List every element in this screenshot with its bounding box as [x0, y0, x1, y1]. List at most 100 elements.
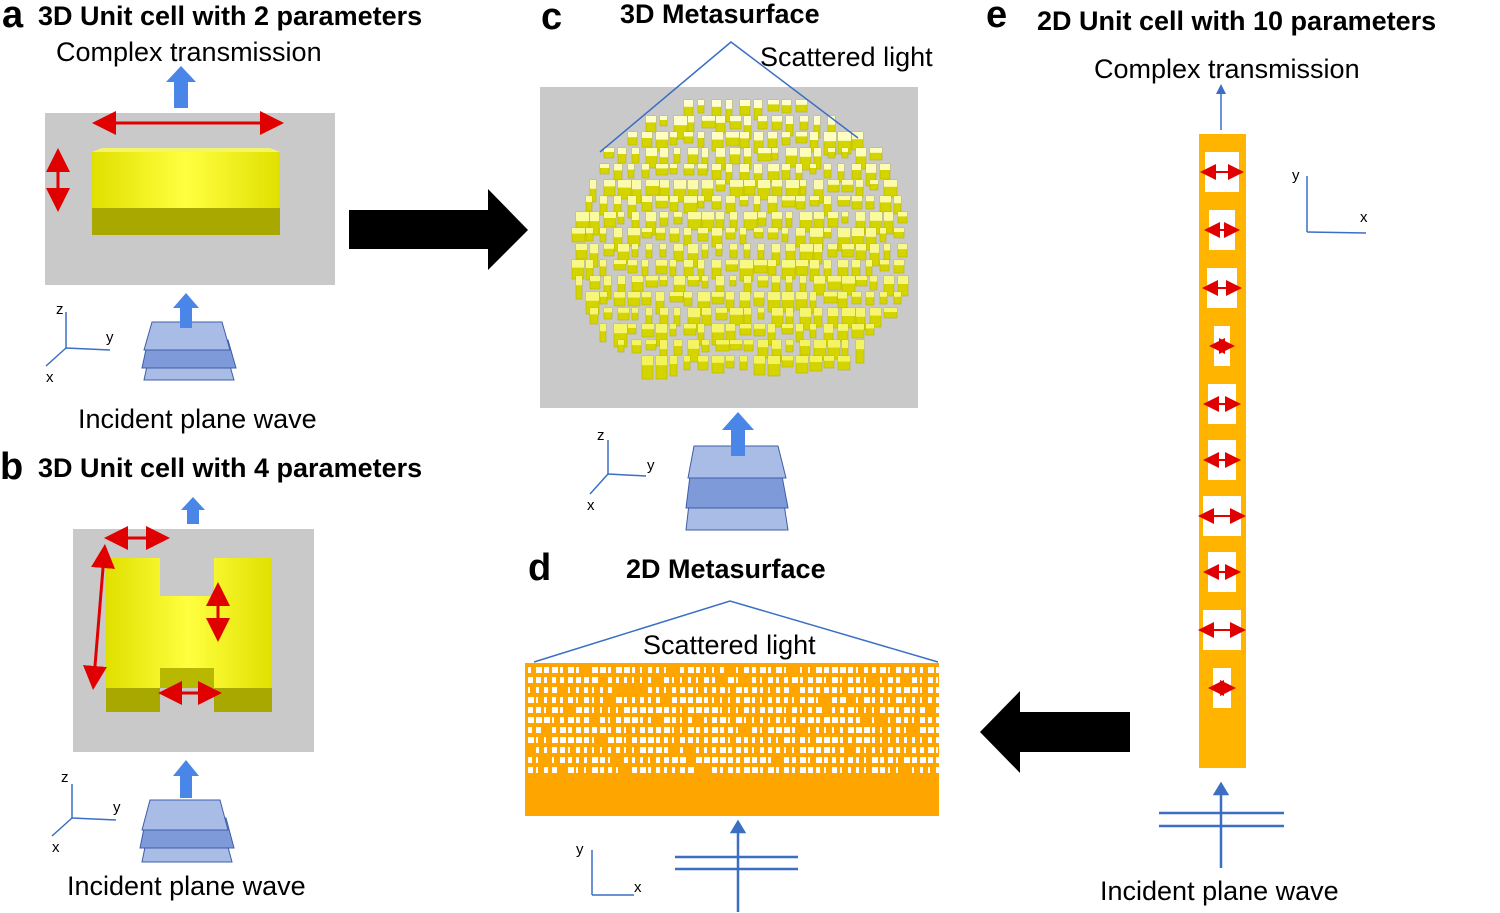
pillar-top [810, 164, 816, 168]
slot-cell [616, 737, 622, 743]
slot-cell [912, 747, 916, 753]
pillar-top [726, 196, 735, 203]
pillar-top [842, 212, 848, 217]
pillar-top [782, 100, 791, 106]
slot-cell [712, 717, 717, 723]
panel-letter-d: d [528, 547, 552, 589]
slot-cell [624, 737, 626, 743]
slot-cell [792, 677, 798, 683]
slot-cell [872, 757, 878, 763]
slot-cell [648, 757, 650, 763]
pillar-top [716, 276, 724, 286]
pillar-top [688, 340, 699, 349]
slot-cell [672, 727, 674, 733]
pillar-top [698, 228, 708, 234]
slot-cell [864, 747, 866, 753]
slot-cell [824, 727, 826, 733]
slot-cell [568, 667, 574, 673]
slot-cell [808, 697, 814, 703]
slot-cell [904, 687, 910, 693]
slot-cell [776, 697, 780, 703]
slot-cell [712, 727, 718, 733]
pillar-top [838, 324, 848, 331]
pillar-top [628, 196, 636, 205]
slot-cell [528, 727, 532, 733]
pillar-top [754, 260, 767, 266]
pillar-top [758, 340, 768, 348]
slot-cell [568, 687, 570, 693]
slot-cell [880, 707, 885, 713]
pillar-top [604, 308, 612, 313]
pillar-top [646, 244, 652, 250]
slot-cell [768, 667, 771, 673]
pillar-top [674, 244, 683, 251]
pillar-top [768, 324, 775, 333]
slot-cell [664, 667, 666, 673]
slot-cell [640, 677, 642, 683]
pillar-top [810, 292, 816, 301]
slot-cell [784, 667, 786, 673]
slot-cell [904, 667, 909, 673]
slot-cell [888, 667, 890, 673]
slot-cell [544, 717, 550, 723]
pillar-top [880, 196, 891, 203]
pillar-top [618, 276, 625, 284]
pillar-top [716, 212, 724, 220]
pillar-top [646, 148, 657, 156]
pillar-top [842, 276, 855, 284]
pillar-top [712, 100, 721, 107]
slot-cell [736, 767, 740, 773]
pillar-top [660, 148, 668, 158]
slot-cell [912, 767, 914, 773]
pillar-top [772, 340, 781, 349]
pillar-top [730, 308, 743, 315]
slot-cell [768, 747, 772, 753]
slot-cell [696, 727, 700, 733]
pillar-top [800, 148, 811, 157]
slot-cell [888, 717, 890, 723]
slot-cell [648, 737, 654, 743]
slot-cell [920, 757, 926, 763]
slot-cell [672, 737, 674, 743]
slot-cell [864, 687, 868, 693]
slot-cell [568, 697, 573, 703]
slot-cell [936, 687, 940, 693]
metasurface-3d-pillars [571, 99, 909, 380]
unit-cell-a-block [92, 148, 280, 235]
axes-c [589, 440, 647, 495]
slot-cell [864, 697, 870, 703]
slot-cell [784, 707, 786, 713]
pillar-top [838, 132, 851, 141]
slot-cell [696, 757, 702, 763]
slot-cell [648, 727, 653, 733]
slot-cell [552, 737, 558, 743]
pillar-top [758, 244, 764, 250]
pillar-top [632, 212, 639, 220]
slot-cell [528, 737, 534, 743]
pillar-top [786, 244, 795, 251]
slot-cell [784, 767, 789, 773]
slot-cell [640, 667, 642, 673]
pillar-top [810, 324, 816, 330]
pillar-top [772, 180, 782, 187]
pillar-top [856, 180, 863, 187]
pillar-top [744, 276, 751, 283]
slot-cell [592, 677, 598, 683]
slot-cell [536, 707, 541, 713]
pillar-top [632, 148, 639, 154]
slot-cell [648, 747, 653, 753]
slot-cell [736, 667, 738, 673]
slot-cell [824, 677, 826, 683]
pillar-top [768, 100, 779, 105]
pillar-top [754, 228, 763, 232]
panel-title-c: 3D Metasurface [620, 0, 820, 29]
pillar-top [744, 148, 751, 157]
pillar-top [576, 212, 589, 222]
pillar-top [614, 196, 621, 204]
pillar-top [796, 228, 805, 236]
param-arrow-leg-height-b [83, 544, 115, 690]
pillar-top [684, 260, 693, 267]
slot-cell [712, 707, 718, 713]
slot-cell [640, 727, 645, 733]
pillar-top [768, 164, 779, 172]
